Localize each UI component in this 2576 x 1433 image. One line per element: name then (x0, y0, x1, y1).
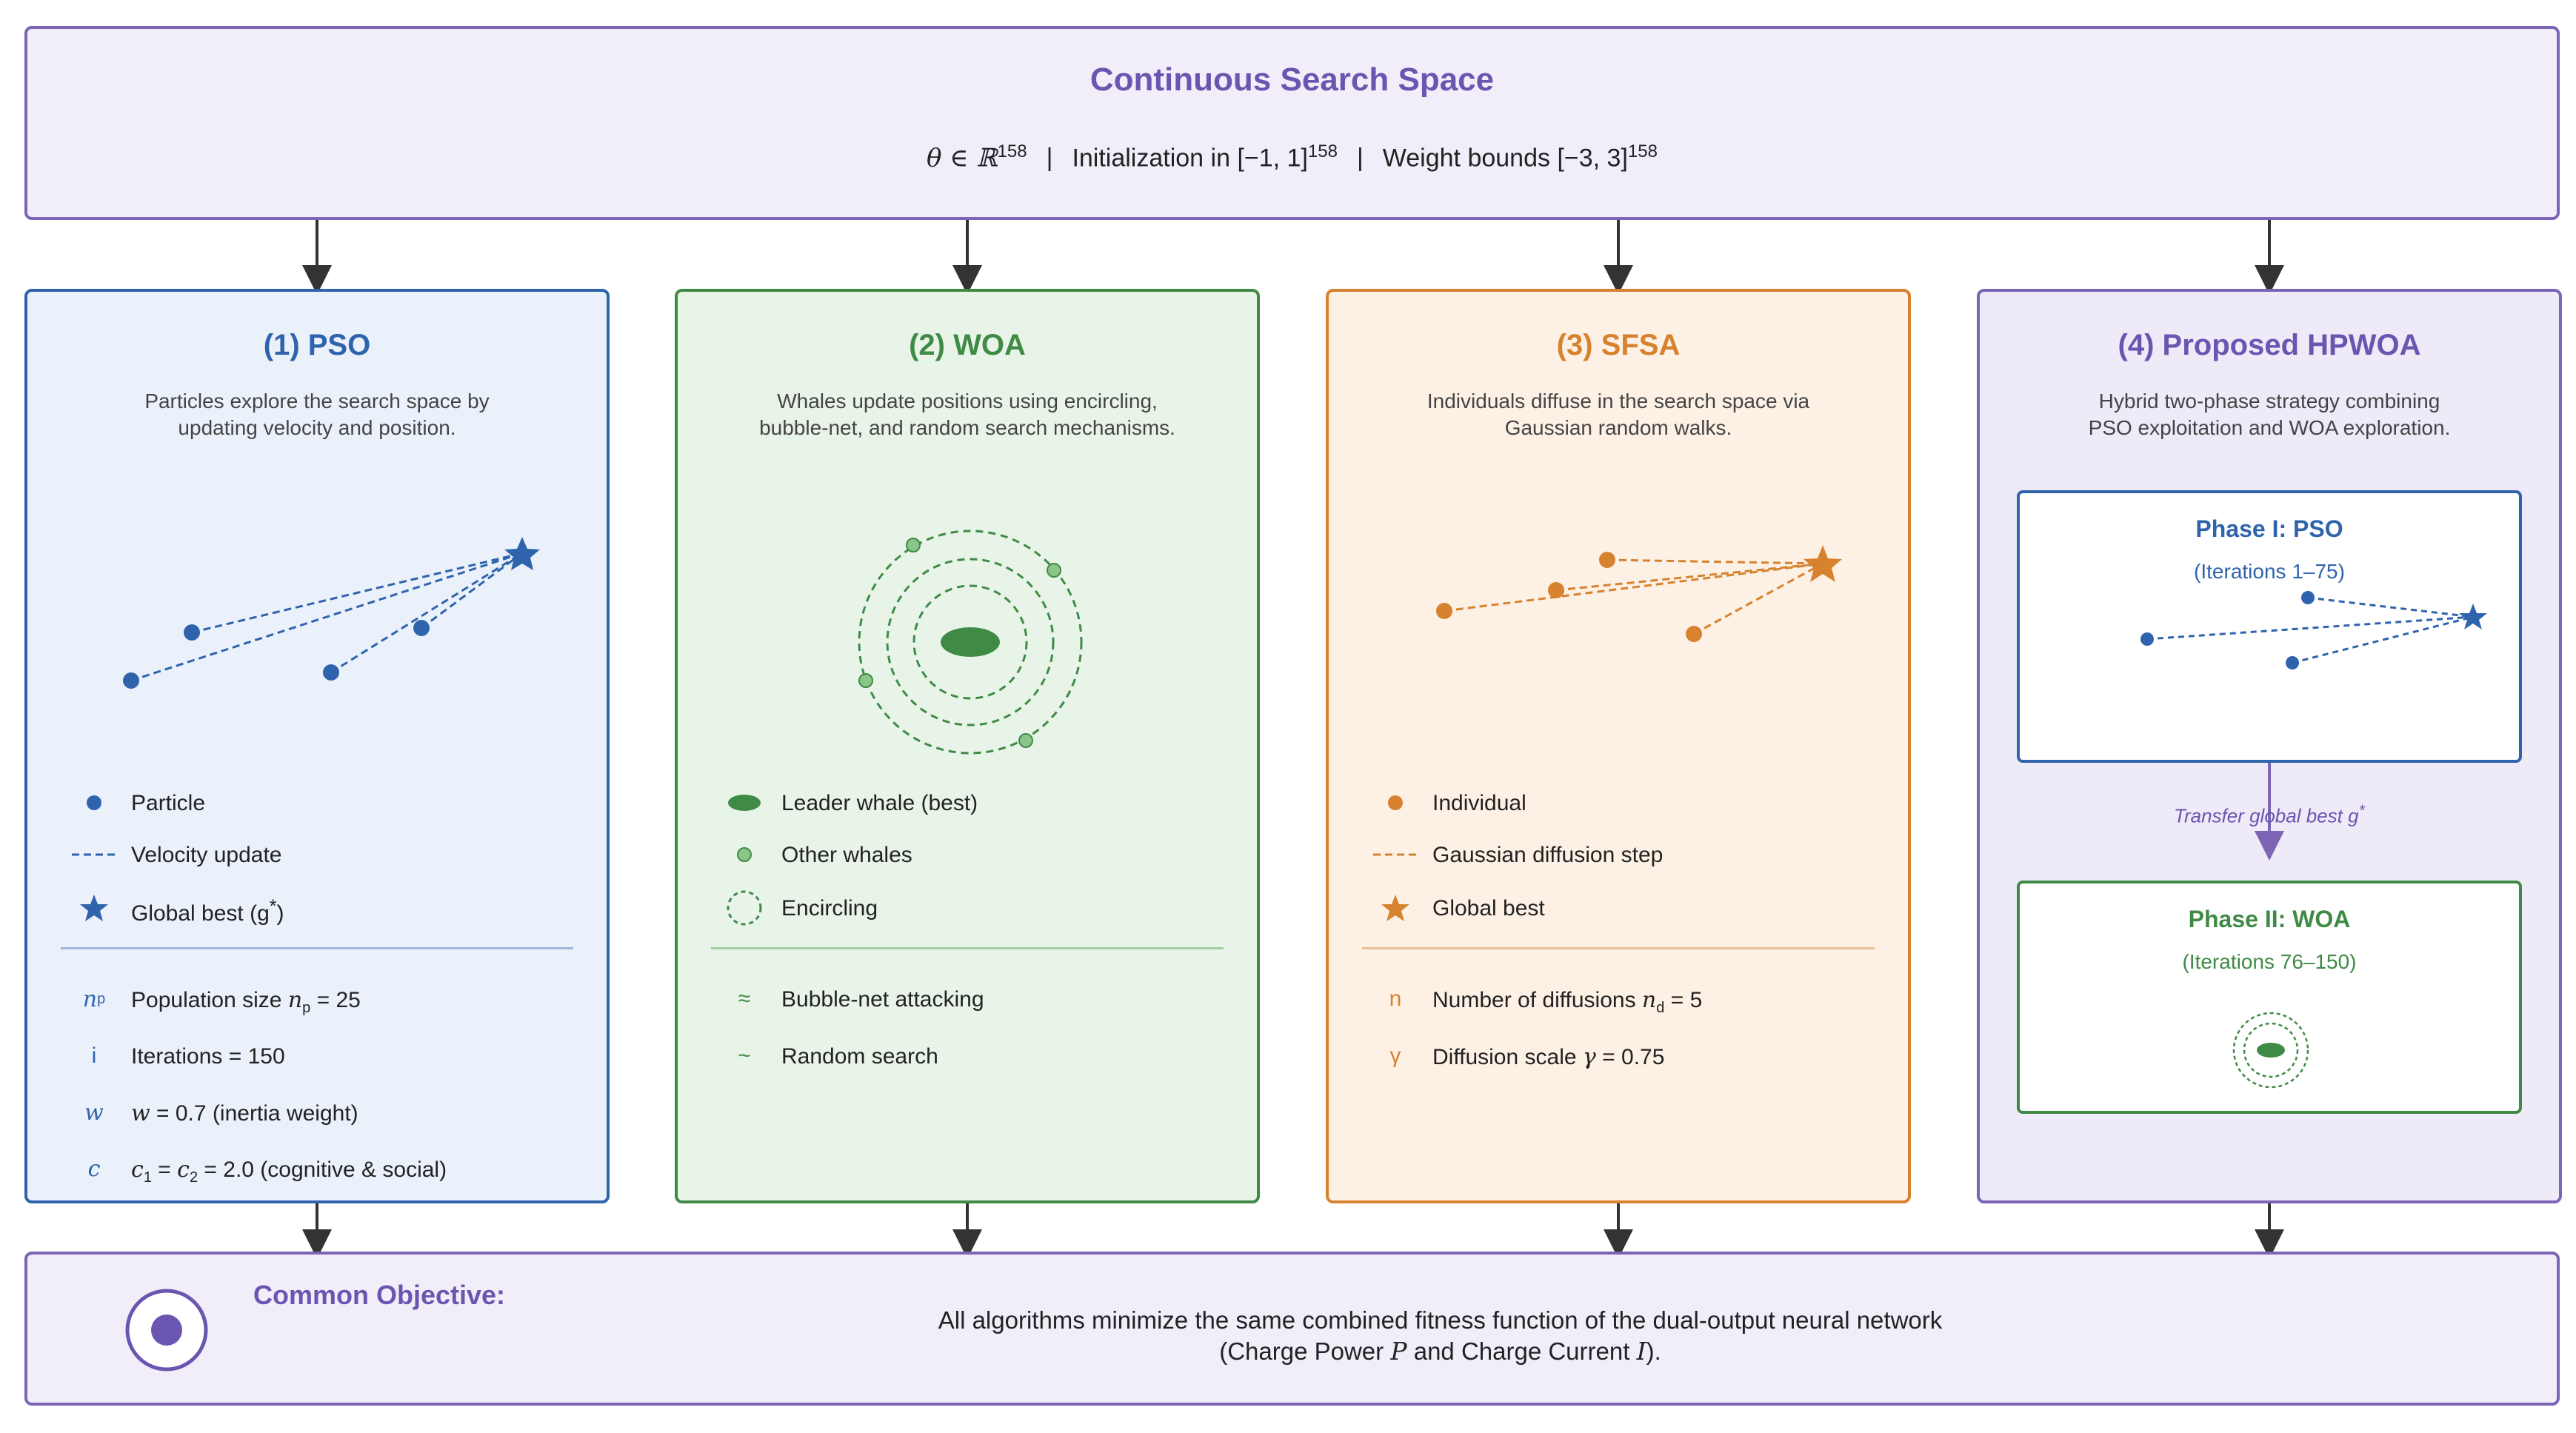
particle-dot (413, 620, 430, 636)
star-icon (1366, 893, 1425, 923)
woa-panel: (2) WOA Whales update positions using en… (675, 289, 1260, 1203)
weight-bounds-text: Weight bounds [−3, 3] (1382, 144, 1628, 173)
other-whale-icon (715, 840, 774, 869)
whale-dot (906, 538, 921, 552)
global-best-star-icon (1803, 545, 1842, 582)
param-diffusion-scale: γ Diffusion scale γ = 0.75 (1329, 1041, 1908, 1071)
phase-2-whale-diagram (2232, 1012, 2309, 1089)
hpwoa-panel: (4) Proposed HPWOA Hybrid two-phase stra… (1977, 289, 2562, 1203)
search-space-title: Continuous Search Space (1090, 61, 1495, 98)
transfer-global-best-label: Transfer global best g* (2174, 801, 2365, 827)
woa-description: Whales update positions using encircling… (759, 390, 1175, 439)
dashed-circle-icon (715, 890, 774, 926)
pso-title: (1) PSO (263, 329, 371, 361)
w-symbol-icon: w (84, 1099, 104, 1126)
sfsa-title: (3) SFSA (1556, 329, 1681, 361)
mechanism-bubble-net: ≈ Bubble-net attacking (678, 984, 1257, 1014)
gamma-symbol-icon: γ (1389, 1043, 1401, 1068)
individual-dot (1548, 582, 1564, 598)
phase-2-title: Phase II: WOA (2188, 906, 2351, 932)
leader-whale-legend-icon (715, 788, 774, 818)
phase-1-particle-diagram (2140, 591, 2487, 669)
phase-1-title: Phase I: PSO (2195, 515, 2343, 542)
theta-symbol: θ ∈ ℝ (927, 143, 998, 173)
particle-dot (2140, 632, 2154, 646)
individual-icon (1366, 788, 1425, 818)
leader-whale-icon (2257, 1043, 2285, 1058)
legend-global-best: Global best (1329, 893, 1908, 923)
particle-dot (2286, 656, 2299, 669)
dashed-line-icon (1366, 840, 1425, 869)
search-space-details: θ ∈ ℝ158|Initialization in [−1, 1]158|We… (927, 141, 1658, 173)
sfsa-divider (1362, 947, 1875, 949)
search-space-box: Continuous Search Space θ ∈ ℝ158|Initial… (24, 26, 2560, 220)
phase-2-iterations: (Iterations 76–150) (2182, 950, 2357, 973)
legend-velocity: Velocity update (27, 840, 607, 869)
target-icon (125, 1289, 208, 1372)
woa-encircling-diagram (858, 530, 1083, 755)
woa-divider (711, 947, 1224, 949)
hpwoa-title: (4) Proposed HPWOA (2118, 329, 2421, 361)
i-symbol-icon: i (91, 1043, 97, 1068)
param-inertia: w w = 0.7 (inertia weight) (27, 1098, 607, 1127)
leader-whale-icon (941, 627, 1000, 657)
pso-divider (61, 947, 573, 949)
particle-dot (2301, 591, 2315, 604)
param-diffusions: n Number of diffusions nd = 5 (1329, 984, 1908, 1016)
c-symbol-icon: c (87, 1155, 101, 1182)
legend-diffusion: Gaussian diffusion step (1329, 840, 1908, 869)
whale-dot (1018, 733, 1033, 748)
tilde-icon: ~ (738, 1043, 751, 1068)
wave-icon: ≈ (738, 986, 751, 1011)
individual-dot (1436, 603, 1452, 619)
common-objective-text: All algorithms minimize the same combine… (938, 1306, 1943, 1366)
whale-dot (858, 673, 873, 688)
param-iterations: i Iterations = 150 (27, 1041, 607, 1071)
whale-dot (1047, 563, 1061, 578)
woa-title: (2) WOA (909, 329, 1026, 361)
particle-dot (323, 664, 339, 681)
mechanism-random-search: ~ Random search (678, 1041, 1257, 1071)
legend-encircling: Encircling (678, 890, 1257, 926)
initialization-text: Initialization in [−1, 1] (1072, 144, 1308, 173)
particle-dot (123, 672, 139, 689)
dashed-line-icon (64, 840, 124, 869)
pso-particle-diagram (123, 537, 540, 689)
legend-global-best: Global best (g*) (27, 893, 607, 926)
particle-icon (64, 788, 124, 818)
global-best-star-icon (2459, 604, 2487, 629)
hpwoa-description: Hybrid two-phase strategy combining PSO … (2088, 390, 2451, 439)
sfsa-panel: (3) SFSA Individuals diffuse in the sear… (1326, 289, 1911, 1203)
global-best-star-icon (504, 537, 540, 570)
n-symbol-icon: n (1389, 986, 1402, 1011)
phase-2-woa-box: Phase II: WOA (Iterations 76–150) (2017, 881, 2522, 1114)
individual-dot (1686, 626, 1702, 642)
legend-leader-whale: Leader whale (best) (678, 788, 1257, 818)
common-objective-box: Common Objective: All algorithms minimiz… (24, 1252, 2560, 1406)
sfsa-diffusion-diagram (1436, 545, 1842, 642)
phase-1-iterations: (Iterations 1–75) (2194, 560, 2345, 583)
pso-panel: (1) PSO Particles explore the search spa… (24, 289, 610, 1203)
legend-individual: Individual (1329, 788, 1908, 818)
legend-other-whales: Other whales (678, 840, 1257, 869)
individual-dot (1599, 552, 1615, 568)
phase-1-pso-box: Phase I: PSO (Iterations 1–75) (2017, 490, 2522, 763)
sfsa-description: Individuals diffuse in the search space … (1427, 390, 1810, 439)
legend-particle: Particle (27, 788, 607, 818)
particle-dot (184, 624, 200, 641)
param-coefficients: c c1 = c2 = 2.0 (cognitive & social) (27, 1154, 607, 1186)
common-objective-title: Common Objective: (253, 1280, 506, 1310)
pso-description: Particles explore the search space by up… (144, 390, 490, 439)
phase-transfer-arrow (2255, 763, 2284, 861)
star-icon (64, 893, 124, 923)
